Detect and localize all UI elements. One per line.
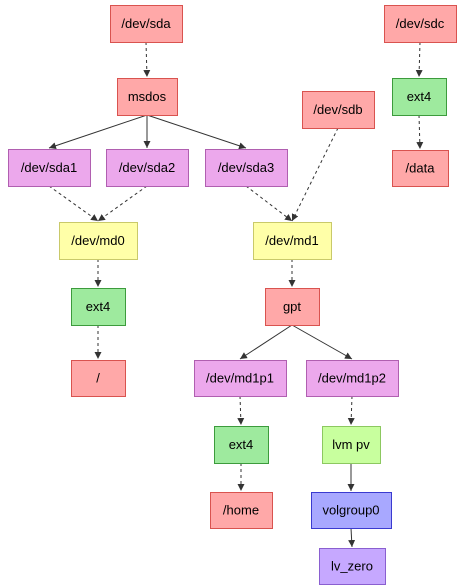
edge-gpt-to-md1p1 (239, 324, 293, 360)
node-label-md1p2: /dev/md1p2 (318, 370, 386, 385)
node-md1p2: /dev/md1p2 (306, 360, 399, 397)
node-sdc: /dev/sdc (384, 5, 457, 43)
edge-sdc-to-ext4c (415, 41, 423, 78)
node-md1: /dev/md1 (253, 222, 332, 260)
node-label-lvzero: lv_zero (331, 558, 373, 573)
node-md0: /dev/md0 (59, 222, 138, 260)
edge-gpt-to-md1p2 (291, 324, 353, 360)
node-box-ext4a (71, 288, 126, 326)
node-sda1: /dev/sda1 (8, 149, 91, 187)
node-sda: /dev/sda (110, 5, 183, 43)
node-box-md1p1 (194, 360, 287, 397)
node-label-ext4b: ext4 (229, 437, 254, 452)
node-label-sdc: /dev/sdc (396, 16, 445, 31)
node-box-sda3 (205, 149, 288, 187)
node-label-home: /home (223, 502, 259, 517)
node-data: /data (392, 150, 449, 187)
node-ext4c: ext4 (392, 78, 447, 116)
node-sda2: /dev/sda2 (106, 149, 189, 187)
node-box-sda1 (8, 149, 91, 187)
nodes-layer: /dev/sda msdos/dev/sda1/dev/sda2/dev/sda3… (8, 5, 457, 585)
node-gpt: gpt (265, 288, 320, 326)
node-home: /home (210, 492, 273, 529)
node-box-msdos (117, 78, 178, 116)
edge-vg0-to-lvzero (348, 527, 356, 548)
node-box-sdc (384, 5, 457, 43)
edge-sda1-to-md0 (48, 185, 99, 222)
edge-msdos-to-sda3 (146, 114, 247, 150)
node-label-root: / (96, 370, 100, 385)
node-box-lvmpv (322, 426, 381, 464)
node-box-home (210, 492, 273, 529)
edge-sda2-to-md0 (97, 185, 148, 222)
node-label-md1: /dev/md1 (265, 233, 318, 248)
edge-sda3-to-md1 (245, 185, 293, 222)
node-lvmpv: lvm pv (322, 426, 381, 464)
node-msdos: msdos (117, 78, 178, 116)
node-box-vg0 (311, 492, 392, 529)
edge-sda-to-msdos (143, 41, 151, 78)
edge-md1p2-to-lvmpv (347, 395, 355, 426)
node-label-md0: /dev/md0 (71, 233, 124, 248)
edge-msdos-to-sda1 (48, 114, 148, 150)
node-box-data (392, 150, 449, 187)
node-box-ext4c (392, 78, 447, 116)
node-box-gpt (265, 288, 320, 326)
node-ext4a: ext4 (71, 288, 126, 326)
node-ext4b: ext4 (214, 426, 269, 464)
node-box-root (71, 360, 126, 397)
node-label-data: /data (406, 160, 436, 175)
node-box-sda (110, 5, 183, 43)
node-box-md1 (253, 222, 332, 260)
node-box-ext4b (214, 426, 269, 464)
node-md1p1: /dev/md1p1 (194, 360, 287, 397)
node-label-ext4c: ext4 (407, 89, 432, 104)
node-box-lvzero (319, 548, 386, 585)
node-label-vg0: volgroup0 (322, 502, 379, 517)
node-label-md1p1: /dev/md1p1 (206, 370, 274, 385)
edge-sdb-to-md1 (291, 127, 339, 222)
edge-ext4c-to-data (416, 114, 424, 150)
node-sda3: /dev/sda3 (205, 149, 288, 187)
edges-layer (48, 41, 424, 548)
node-label-sda: /dev/sda (121, 16, 171, 31)
node-vg0: volgroup0 (311, 492, 392, 529)
node-label-sdb: /dev/sdb (313, 102, 362, 117)
node-box-sdb (302, 91, 375, 129)
node-label-lvmpv: lvm pv (332, 437, 370, 452)
node-label-sda1: /dev/sda1 (21, 160, 77, 175)
node-label-gpt: gpt (283, 299, 301, 314)
edge-md1p1-to-ext4b (237, 395, 245, 426)
node-label-msdos: msdos (128, 89, 167, 104)
node-box-md0 (59, 222, 138, 260)
node-root: / (71, 360, 126, 397)
node-box-md1p2 (306, 360, 399, 397)
node-label-ext4a: ext4 (86, 299, 111, 314)
node-label-sda2: /dev/sda2 (119, 160, 175, 175)
node-sdb: /dev/sdb (302, 91, 375, 129)
node-lvzero: lv_zero (319, 548, 386, 585)
node-box-sda2 (106, 149, 189, 187)
node-label-sda3: /dev/sda3 (218, 160, 274, 175)
